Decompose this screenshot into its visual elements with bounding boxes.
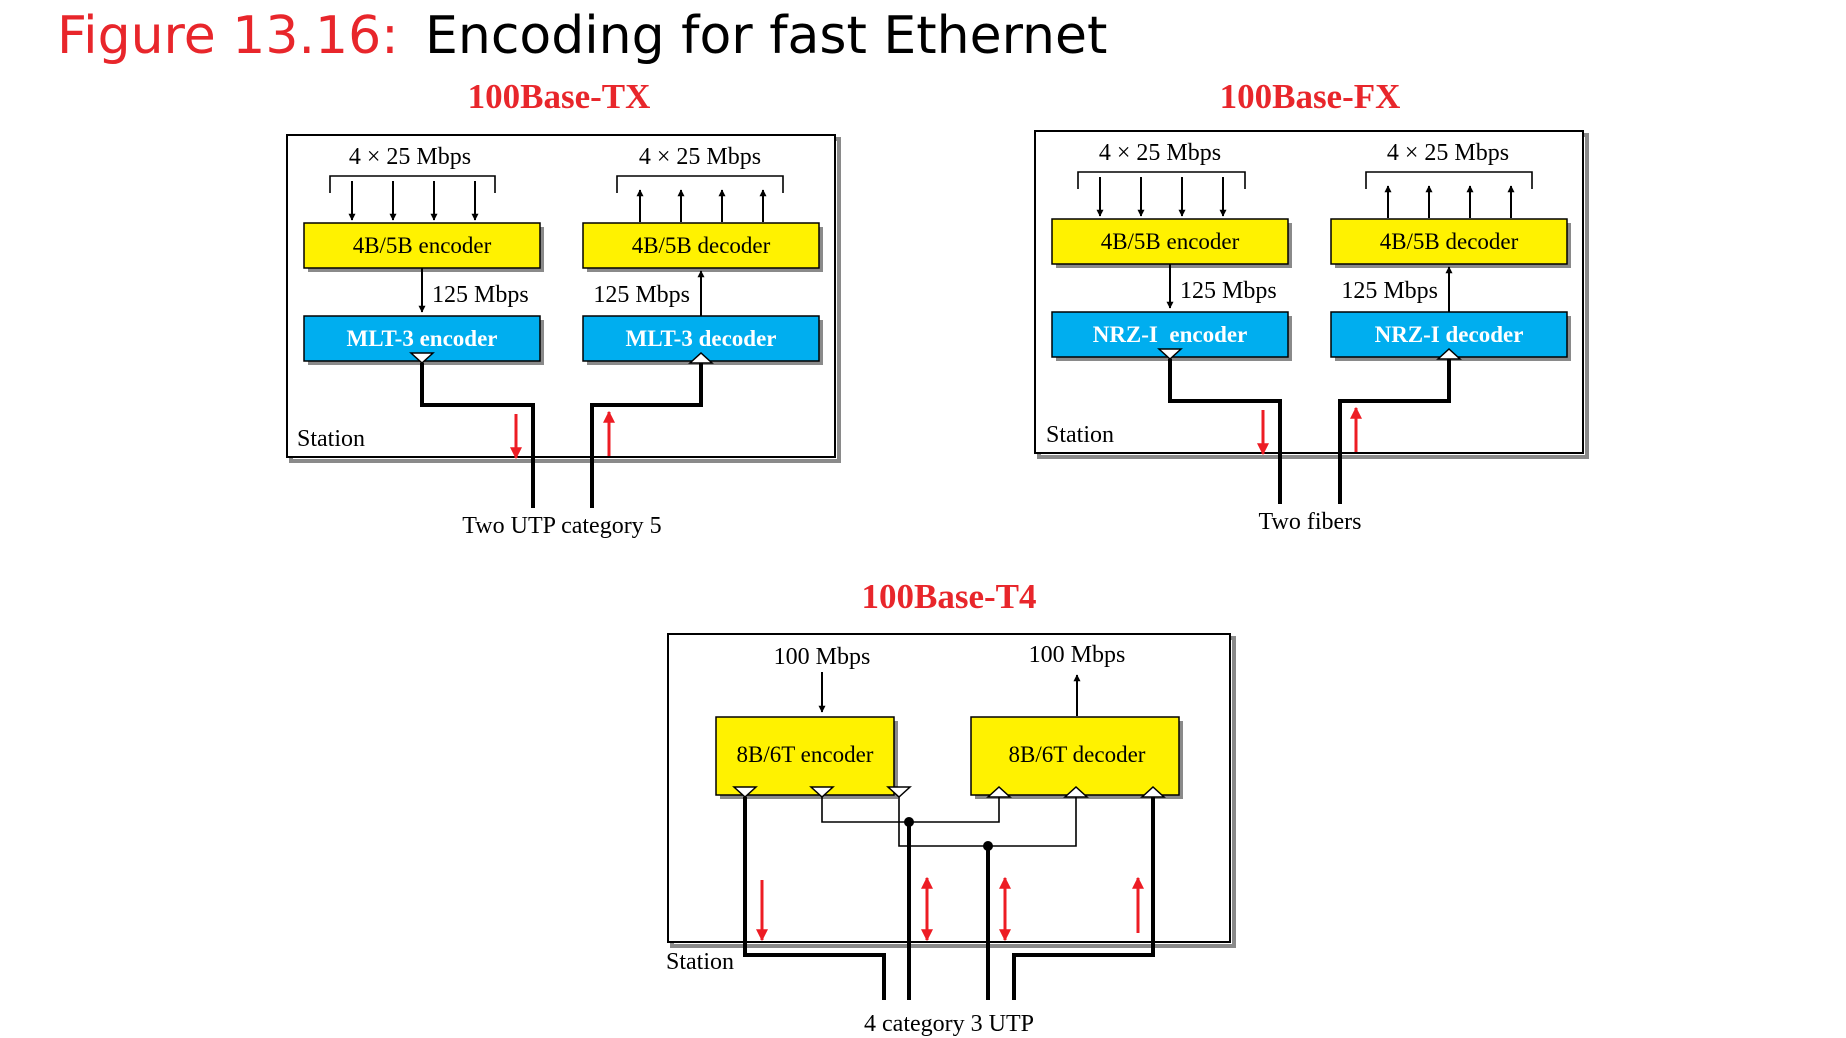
fx-nrzi-encoder-label: NRZ-I encoder (1093, 322, 1248, 347)
t4-twisted-pairs (743, 797, 1155, 1000)
t4-station-label: Station (666, 949, 734, 975)
t4-output-rate: 100 Mbps (1029, 642, 1126, 668)
tx-station-label: Station (297, 426, 365, 452)
fx-top-right-rate: 4 × 25 Mbps (1387, 140, 1509, 166)
tx-4b5b-encoder-block (303, 222, 541, 269)
fx-input-arrows (1096, 177, 1227, 217)
fx-station-box (1034, 130, 1584, 454)
fx-right-rate: 125 Mbps (1341, 278, 1438, 304)
tx-4b5b-encoder-label: 4B/5B encoder (353, 233, 492, 258)
panel-100base-tx: 100Base-TX 4 × 25 Mbps 4 × 25 Mbps 4B/5B… (286, 77, 841, 539)
fx-transmit-fiber (1168, 359, 1282, 504)
t4-medium-label: 4 category 3 UTP (864, 1011, 1034, 1037)
fx-4b5b-decoder-label: 4B/5B decoder (1380, 229, 1519, 254)
fx-receive-fiber (1338, 359, 1451, 504)
tx-station-box (286, 134, 836, 458)
fx-medium-label: Two fibers (1259, 509, 1362, 535)
fx-top-left-rate: 4 × 25 Mbps (1099, 140, 1221, 166)
fx-left-rate: 125 Mbps (1180, 278, 1277, 304)
tx-mlt3-decoder-label: MLT-3 decoder (626, 326, 777, 351)
t4-dec-port-1 (986, 785, 1012, 798)
fx-title: 100Base-FX (1220, 77, 1401, 116)
tx-receive-wire (590, 363, 703, 508)
figure-caption: Encoding for fast Ethernet (425, 6, 1107, 66)
fx-output-arrows (1384, 185, 1515, 218)
fx-nrzi-decoder-label: NRZ-I decoder (1375, 322, 1524, 347)
panel-100base-t4: 100Base-T4 100 Mbps 100 Mbps 8B/6T encod… (666, 577, 1236, 1037)
fx-tx-port (1157, 348, 1183, 361)
tx-transmit-wire (420, 363, 535, 508)
tx-title: 100Base-TX (468, 77, 651, 116)
t4-junction-2 (983, 841, 993, 851)
tx-top-right-rate: 4 × 25 Mbps (639, 144, 761, 170)
tx-4b5b-decoder-label: 4B/5B decoder (632, 233, 771, 258)
t4-enc-port-1 (732, 786, 758, 799)
t4-8b6t-decoder-label: 8B/6T decoder (1009, 742, 1146, 767)
t4-input-rate: 100 Mbps (774, 644, 871, 670)
tx-medium-label: Two UTP category 5 (462, 513, 661, 539)
t4-junction-1 (904, 817, 914, 827)
t4-enc-port-2 (809, 786, 835, 799)
panel-100base-fx: 100Base-FX 4 × 25 Mbps 4 × 25 Mbps 4B/5B… (1034, 77, 1589, 535)
t4-enc-port-3 (886, 786, 912, 799)
fx-left-bracket (1077, 171, 1246, 189)
fx-station-label: Station (1046, 422, 1114, 448)
tx-right-bracket (616, 175, 784, 193)
tx-mlt3-encoder-label: MLT-3 encoder (347, 326, 498, 351)
tx-tx-port (409, 352, 435, 365)
fx-4b5b-encoder-block (1051, 218, 1289, 265)
fx-4b5b-decoder-block (1330, 218, 1568, 265)
tx-right-rate: 125 Mbps (593, 282, 690, 308)
t4-dec-port-3 (1140, 785, 1166, 798)
tx-input-arrows (348, 181, 479, 221)
t4-dec-port-2 (1063, 785, 1089, 798)
t4-title: 100Base-T4 (862, 577, 1037, 616)
t4-8b6t-encoder-label: 8B/6T encoder (737, 742, 874, 767)
tx-left-bracket (329, 175, 496, 193)
tx-4b5b-decoder-block (582, 222, 820, 269)
fx-right-bracket (1365, 171, 1533, 189)
tx-output-arrows (636, 189, 767, 222)
tx-left-rate: 125 Mbps (432, 282, 529, 308)
tx-top-left-rate: 4 × 25 Mbps (349, 144, 471, 170)
fx-4b5b-encoder-label: 4B/5B encoder (1101, 229, 1240, 254)
t4-8b6t-encoder-block (715, 716, 895, 796)
figure-label: Figure 13.16: (57, 6, 399, 66)
